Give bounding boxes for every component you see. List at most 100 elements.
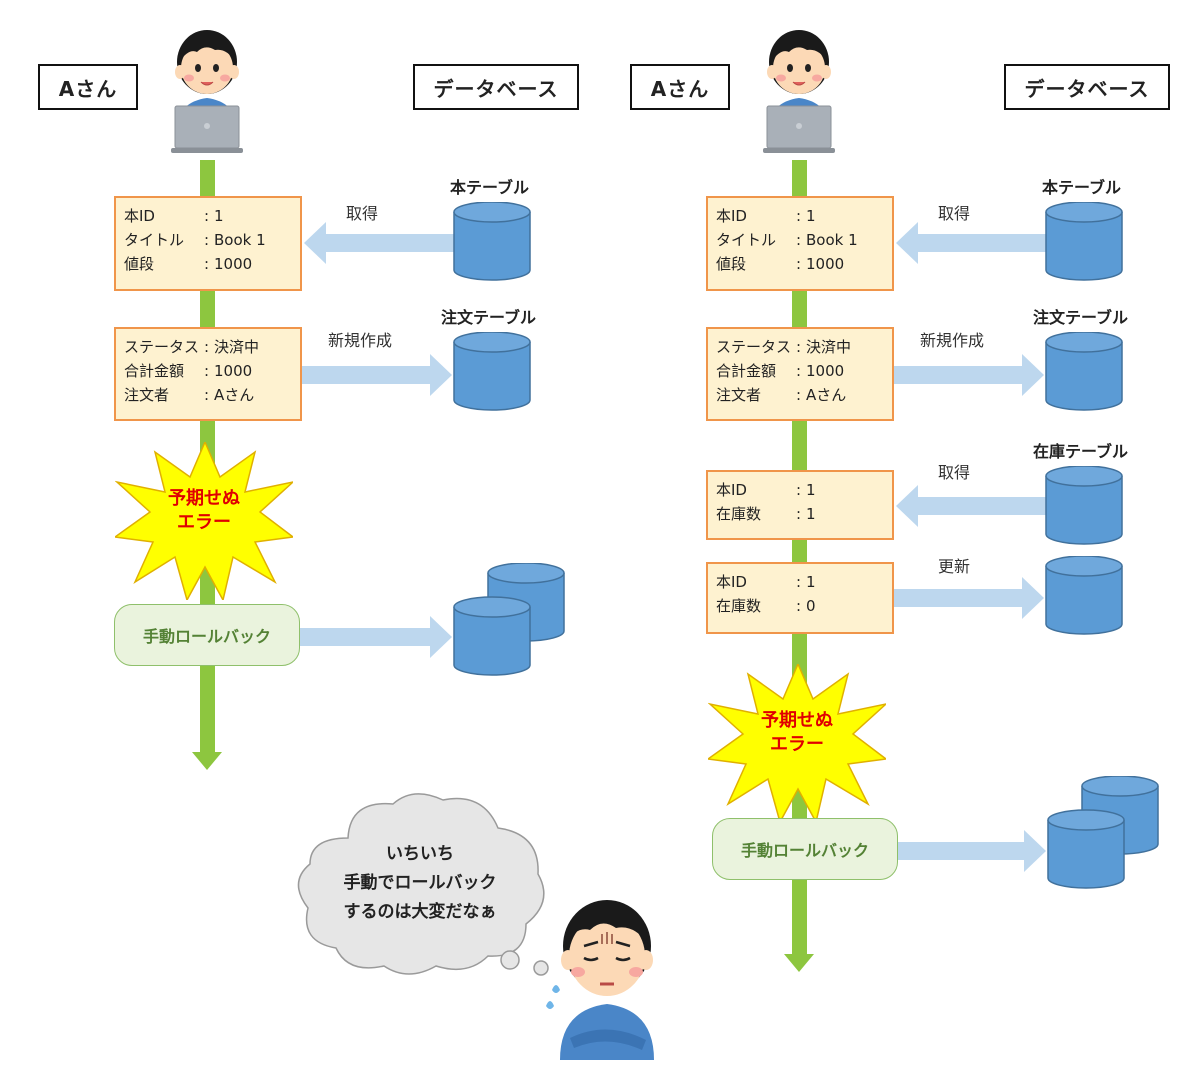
field-colon: : bbox=[796, 231, 802, 249]
record-row: 本ID:1 bbox=[716, 204, 892, 228]
field-key: 本ID bbox=[716, 207, 747, 225]
field-value: 1 bbox=[806, 207, 816, 225]
error-line-1: 予期せぬ bbox=[761, 710, 833, 731]
right-rollback-text: 手動ロールバック bbox=[740, 841, 869, 860]
field-colon: : bbox=[204, 255, 210, 273]
field-key: ステータス bbox=[716, 338, 792, 356]
right-db-label: データベース bbox=[1004, 64, 1170, 110]
left-db-label: データベース bbox=[413, 64, 579, 110]
thought-cloud bbox=[297, 793, 549, 976]
record-row: 在庫数:0 bbox=[716, 594, 892, 618]
field-value: 1000 bbox=[806, 362, 845, 380]
right-rollback-box: 手動ロールバック bbox=[712, 818, 898, 880]
field-value: 1000 bbox=[806, 255, 845, 273]
right-op-label-1: 取得 bbox=[938, 204, 971, 223]
record-row: 合計金額:1000 bbox=[124, 359, 300, 383]
field-colon: : bbox=[796, 573, 802, 591]
right-db-stack bbox=[1047, 776, 1159, 889]
record-row: 値段:1000 bbox=[716, 252, 892, 276]
right-op-label-4: 更新 bbox=[938, 557, 971, 576]
field-colon: : bbox=[796, 207, 802, 225]
field-colon: : bbox=[796, 338, 802, 356]
field-key: 注文者 bbox=[124, 386, 170, 404]
field-value: Book 1 bbox=[214, 231, 266, 249]
field-colon: : bbox=[204, 338, 210, 356]
field-value: 決済中 bbox=[806, 338, 852, 356]
record-row: 本ID:1 bbox=[716, 478, 892, 502]
field-value: 0 bbox=[806, 597, 816, 615]
left-user-label-text: Aさん bbox=[58, 76, 118, 101]
field-key: タイトル bbox=[124, 231, 185, 249]
right-create-arrow-2 bbox=[894, 354, 1044, 396]
right-db-cylinder-1 bbox=[1045, 202, 1123, 281]
left-user-avatar bbox=[170, 29, 244, 154]
field-key: 合計金額 bbox=[124, 362, 185, 380]
right-fetch-arrow-3 bbox=[896, 485, 1046, 527]
field-key: 合計金額 bbox=[716, 362, 777, 380]
field-colon: : bbox=[204, 362, 210, 380]
field-colon: : bbox=[796, 362, 802, 380]
field-colon: : bbox=[796, 481, 802, 499]
record-row: ステータス:決済中 bbox=[124, 335, 300, 359]
left-record-book: 本ID:1 タイトル:Book 1 値段:1000 bbox=[114, 196, 302, 291]
left-table-name-2: 注文テーブル bbox=[441, 308, 537, 327]
field-key: 在庫数 bbox=[716, 505, 762, 523]
field-colon: : bbox=[204, 386, 210, 404]
right-table-name-1: 本テーブル bbox=[1042, 178, 1122, 197]
field-value: 1 bbox=[214, 207, 224, 225]
field-value: 1 bbox=[806, 481, 816, 499]
right-db-cylinder-3 bbox=[1045, 466, 1123, 545]
field-colon: : bbox=[796, 597, 802, 615]
left-db-cylinder-1 bbox=[453, 202, 531, 281]
field-key: 注文者 bbox=[716, 386, 762, 404]
record-row: 在庫数:1 bbox=[716, 502, 892, 526]
field-colon: : bbox=[796, 505, 802, 523]
thought-line-3: するのは大変だなぁ bbox=[343, 902, 497, 922]
right-table-name-3: 在庫テーブル bbox=[1033, 442, 1129, 461]
left-op-label-1: 取得 bbox=[346, 204, 379, 223]
right-fetch-arrow-1 bbox=[896, 222, 1046, 264]
left-db-stack bbox=[453, 563, 565, 676]
right-error-burst: 予期せぬ エラー bbox=[707, 663, 887, 823]
record-row: 合計金額:1000 bbox=[716, 359, 892, 383]
field-colon: : bbox=[796, 386, 802, 404]
record-row: 値段:1000 bbox=[124, 252, 300, 276]
right-record-order: ステータス:決済中 合計金額:1000 注文者:Aさん bbox=[706, 327, 894, 421]
record-row: 注文者:Aさん bbox=[716, 383, 892, 407]
right-record-stock-fetch: 本ID:1 在庫数:1 bbox=[706, 470, 894, 540]
error-line-1: 予期せぬ bbox=[168, 488, 240, 509]
field-value: 1000 bbox=[214, 255, 253, 273]
left-fetch-arrow-1 bbox=[304, 222, 454, 264]
error-line-2: エラー bbox=[770, 734, 824, 755]
field-value: Aさん bbox=[806, 386, 847, 404]
record-row: 本ID:1 bbox=[716, 570, 892, 594]
right-user-avatar bbox=[762, 29, 836, 154]
right-db-cylinder-4 bbox=[1045, 556, 1123, 635]
left-record-order: ステータス:決済中 合計金額:1000 注文者:Aさん bbox=[114, 327, 302, 421]
right-op-label-2: 新規作成 bbox=[920, 331, 985, 350]
error-line-2: エラー bbox=[177, 512, 231, 533]
left-rollback-box: 手動ロールバック bbox=[114, 604, 300, 666]
record-row: 本ID:1 bbox=[124, 204, 300, 228]
left-error-text: 予期せぬ エラー bbox=[115, 487, 293, 535]
left-rollback-text: 手動ロールバック bbox=[142, 627, 271, 646]
right-error-text: 予期せぬ エラー bbox=[708, 709, 886, 757]
field-colon: : bbox=[796, 255, 802, 273]
right-db-label-text: データベース bbox=[1024, 76, 1150, 101]
field-colon: : bbox=[204, 231, 210, 249]
left-rollback-arrow bbox=[300, 616, 452, 658]
right-db-cylinder-2 bbox=[1045, 332, 1123, 411]
thought-line-2: 手動でロールバック bbox=[343, 873, 497, 893]
field-key: 在庫数 bbox=[716, 597, 762, 615]
field-value: 1 bbox=[806, 505, 816, 523]
field-key: 値段 bbox=[716, 255, 747, 273]
right-user-label-text: Aさん bbox=[650, 76, 710, 101]
right-op-label-3: 取得 bbox=[938, 463, 971, 482]
right-record-book: 本ID:1 タイトル:Book 1 値段:1000 bbox=[706, 196, 894, 291]
right-update-arrow-4 bbox=[894, 577, 1044, 619]
field-key: タイトル bbox=[716, 231, 777, 249]
left-table-name-1: 本テーブル bbox=[450, 178, 530, 197]
right-rollback-arrow bbox=[898, 830, 1046, 872]
left-error-burst: 予期せぬ エラー bbox=[114, 441, 294, 601]
left-user-label: Aさん bbox=[38, 64, 138, 110]
